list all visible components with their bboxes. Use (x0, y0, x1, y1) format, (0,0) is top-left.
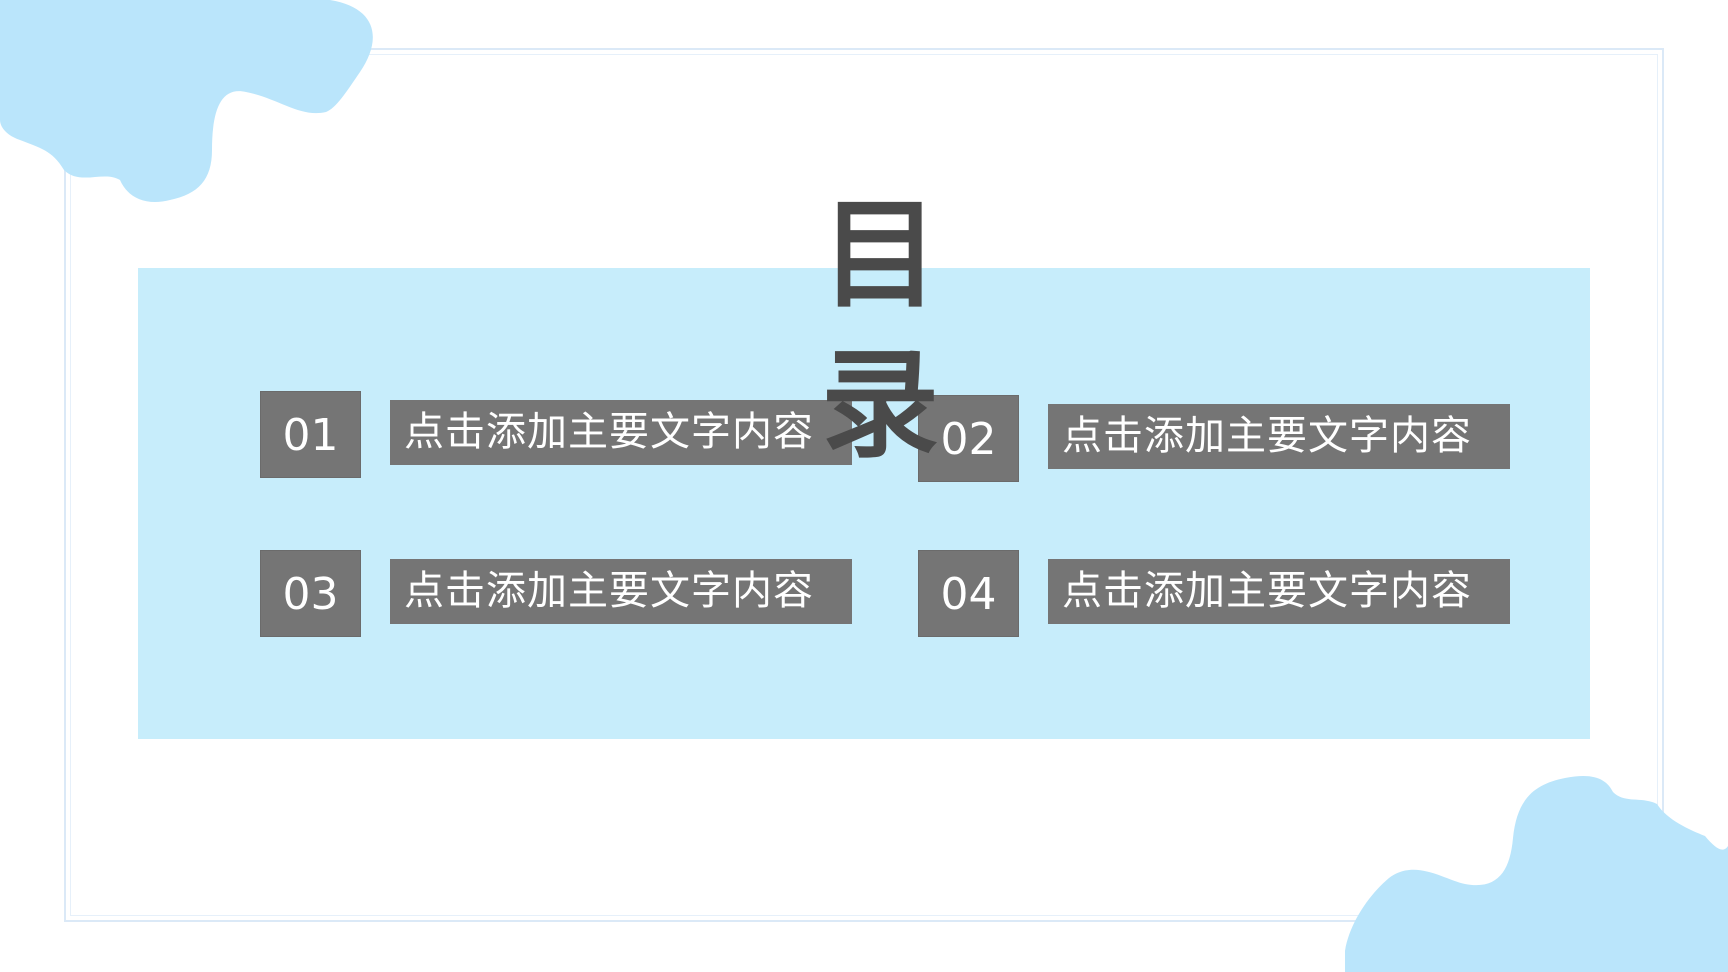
content-panel (138, 268, 1590, 739)
slide-frame-outer (64, 48, 1664, 922)
toc-number-02: 02 (918, 395, 1019, 482)
slide-frame-inner (70, 54, 1658, 916)
top-left-cloud-decoration (0, 0, 373, 202)
toc-text-03[interactable]: 点击添加主要文字内容 (390, 559, 852, 624)
bottom-right-cloud-decoration (1345, 775, 1728, 972)
page-title: 目 录 (820, 185, 999, 474)
toc-text-02[interactable]: 点击添加主要文字内容 (1048, 404, 1510, 469)
toc-number-03: 03 (260, 550, 361, 637)
toc-number-01: 01 (260, 391, 361, 478)
toc-number-04: 04 (918, 550, 1019, 637)
toc-text-04[interactable]: 点击添加主要文字内容 (1048, 559, 1510, 624)
toc-text-01[interactable]: 点击添加主要文字内容 (390, 400, 852, 465)
